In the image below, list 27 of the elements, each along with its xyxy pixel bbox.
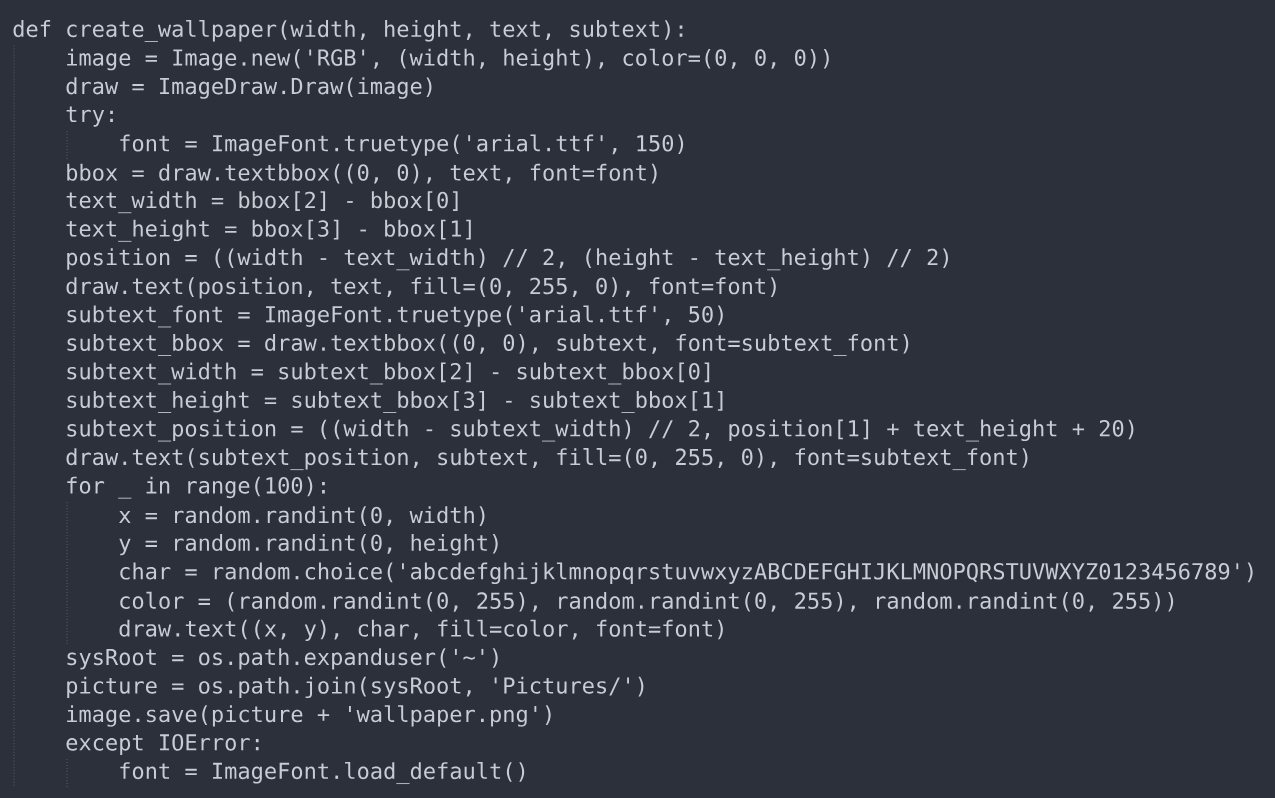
code-line: font = ImageFont.truetype('arial.ttf', 150) bbox=[120, 134, 684, 156]
code-line: draw.text((x, y), char, fill=color, font=font) bbox=[119, 619, 723, 642]
code-line: def create_wallpaper(width, height, text, subtext): bbox=[13, 20, 683, 42]
code-line: subtext_font = ImageFont.truetype('arial.ttf', 50) bbox=[67, 305, 723, 328]
code-line: for _ in range(100): bbox=[67, 476, 325, 499]
code-line: image.save(picture + 'wallpaper.png') bbox=[67, 705, 551, 727]
code-line: x = random.randint(0, width) bbox=[119, 506, 485, 527]
code-line: text_height = bbox[3] - bbox[1] bbox=[66, 219, 471, 242]
code-line: except IOError: bbox=[66, 734, 259, 755]
code-line: char = random.choice('abcdefghijklmnopqrstuvwxyzABCDEFGHIJKLMNOPQRSTUVWXYZ0123456789') bbox=[120, 562, 1253, 585]
code-line: subtext_height = subtext_bbox[3] - subtext_bbox[1] bbox=[67, 391, 723, 413]
code-line: subtext_width = subtext_bbox[2] - subtext_bbox[0] bbox=[67, 362, 710, 385]
code-line: draw.text(position, text, fill=(0, 255, 0), font=font) bbox=[66, 277, 776, 299]
code-line: sysRoot = os.path.expanduser('~') bbox=[67, 648, 498, 670]
code-line: image = Image.new('RGB', (width, height), color=(0, 0, 0)) bbox=[67, 48, 829, 71]
code-line: subtext_position = ((width - subtext_width) // 2, position[1] + text_height + 20) bbox=[67, 419, 1134, 442]
code-line: draw.text(subtext_position, subtext, fill=(0, 255, 0), font=subtext_font) bbox=[66, 448, 1028, 471]
code-line: draw = ImageDraw.Draw(image) bbox=[66, 77, 432, 99]
code-line: font = ImageFont.load_default() bbox=[120, 762, 525, 785]
code-line: color = (random.randint(0, 255), random.randint(0, 255), random.randint(0, 255)) bbox=[120, 591, 1174, 612]
code-line: try: bbox=[66, 106, 113, 127]
code-line: position = ((width - text_width) // 2, (height - text_height) // 2) bbox=[67, 248, 948, 271]
code-line: text_width = bbox[2] - bbox[0] bbox=[66, 191, 458, 214]
code-line: picture = os.path.join(sysRoot, 'Pictures/') bbox=[67, 676, 644, 699]
code-line: subtext_bbox = draw.textbbox((0, 0), subtext, font=subtext_font) bbox=[67, 334, 909, 356]
code-line: y = random.randint(0, height) bbox=[119, 534, 498, 556]
code-line: bbox = draw.textbbox((0, 0), text, font=font) bbox=[67, 163, 657, 184]
